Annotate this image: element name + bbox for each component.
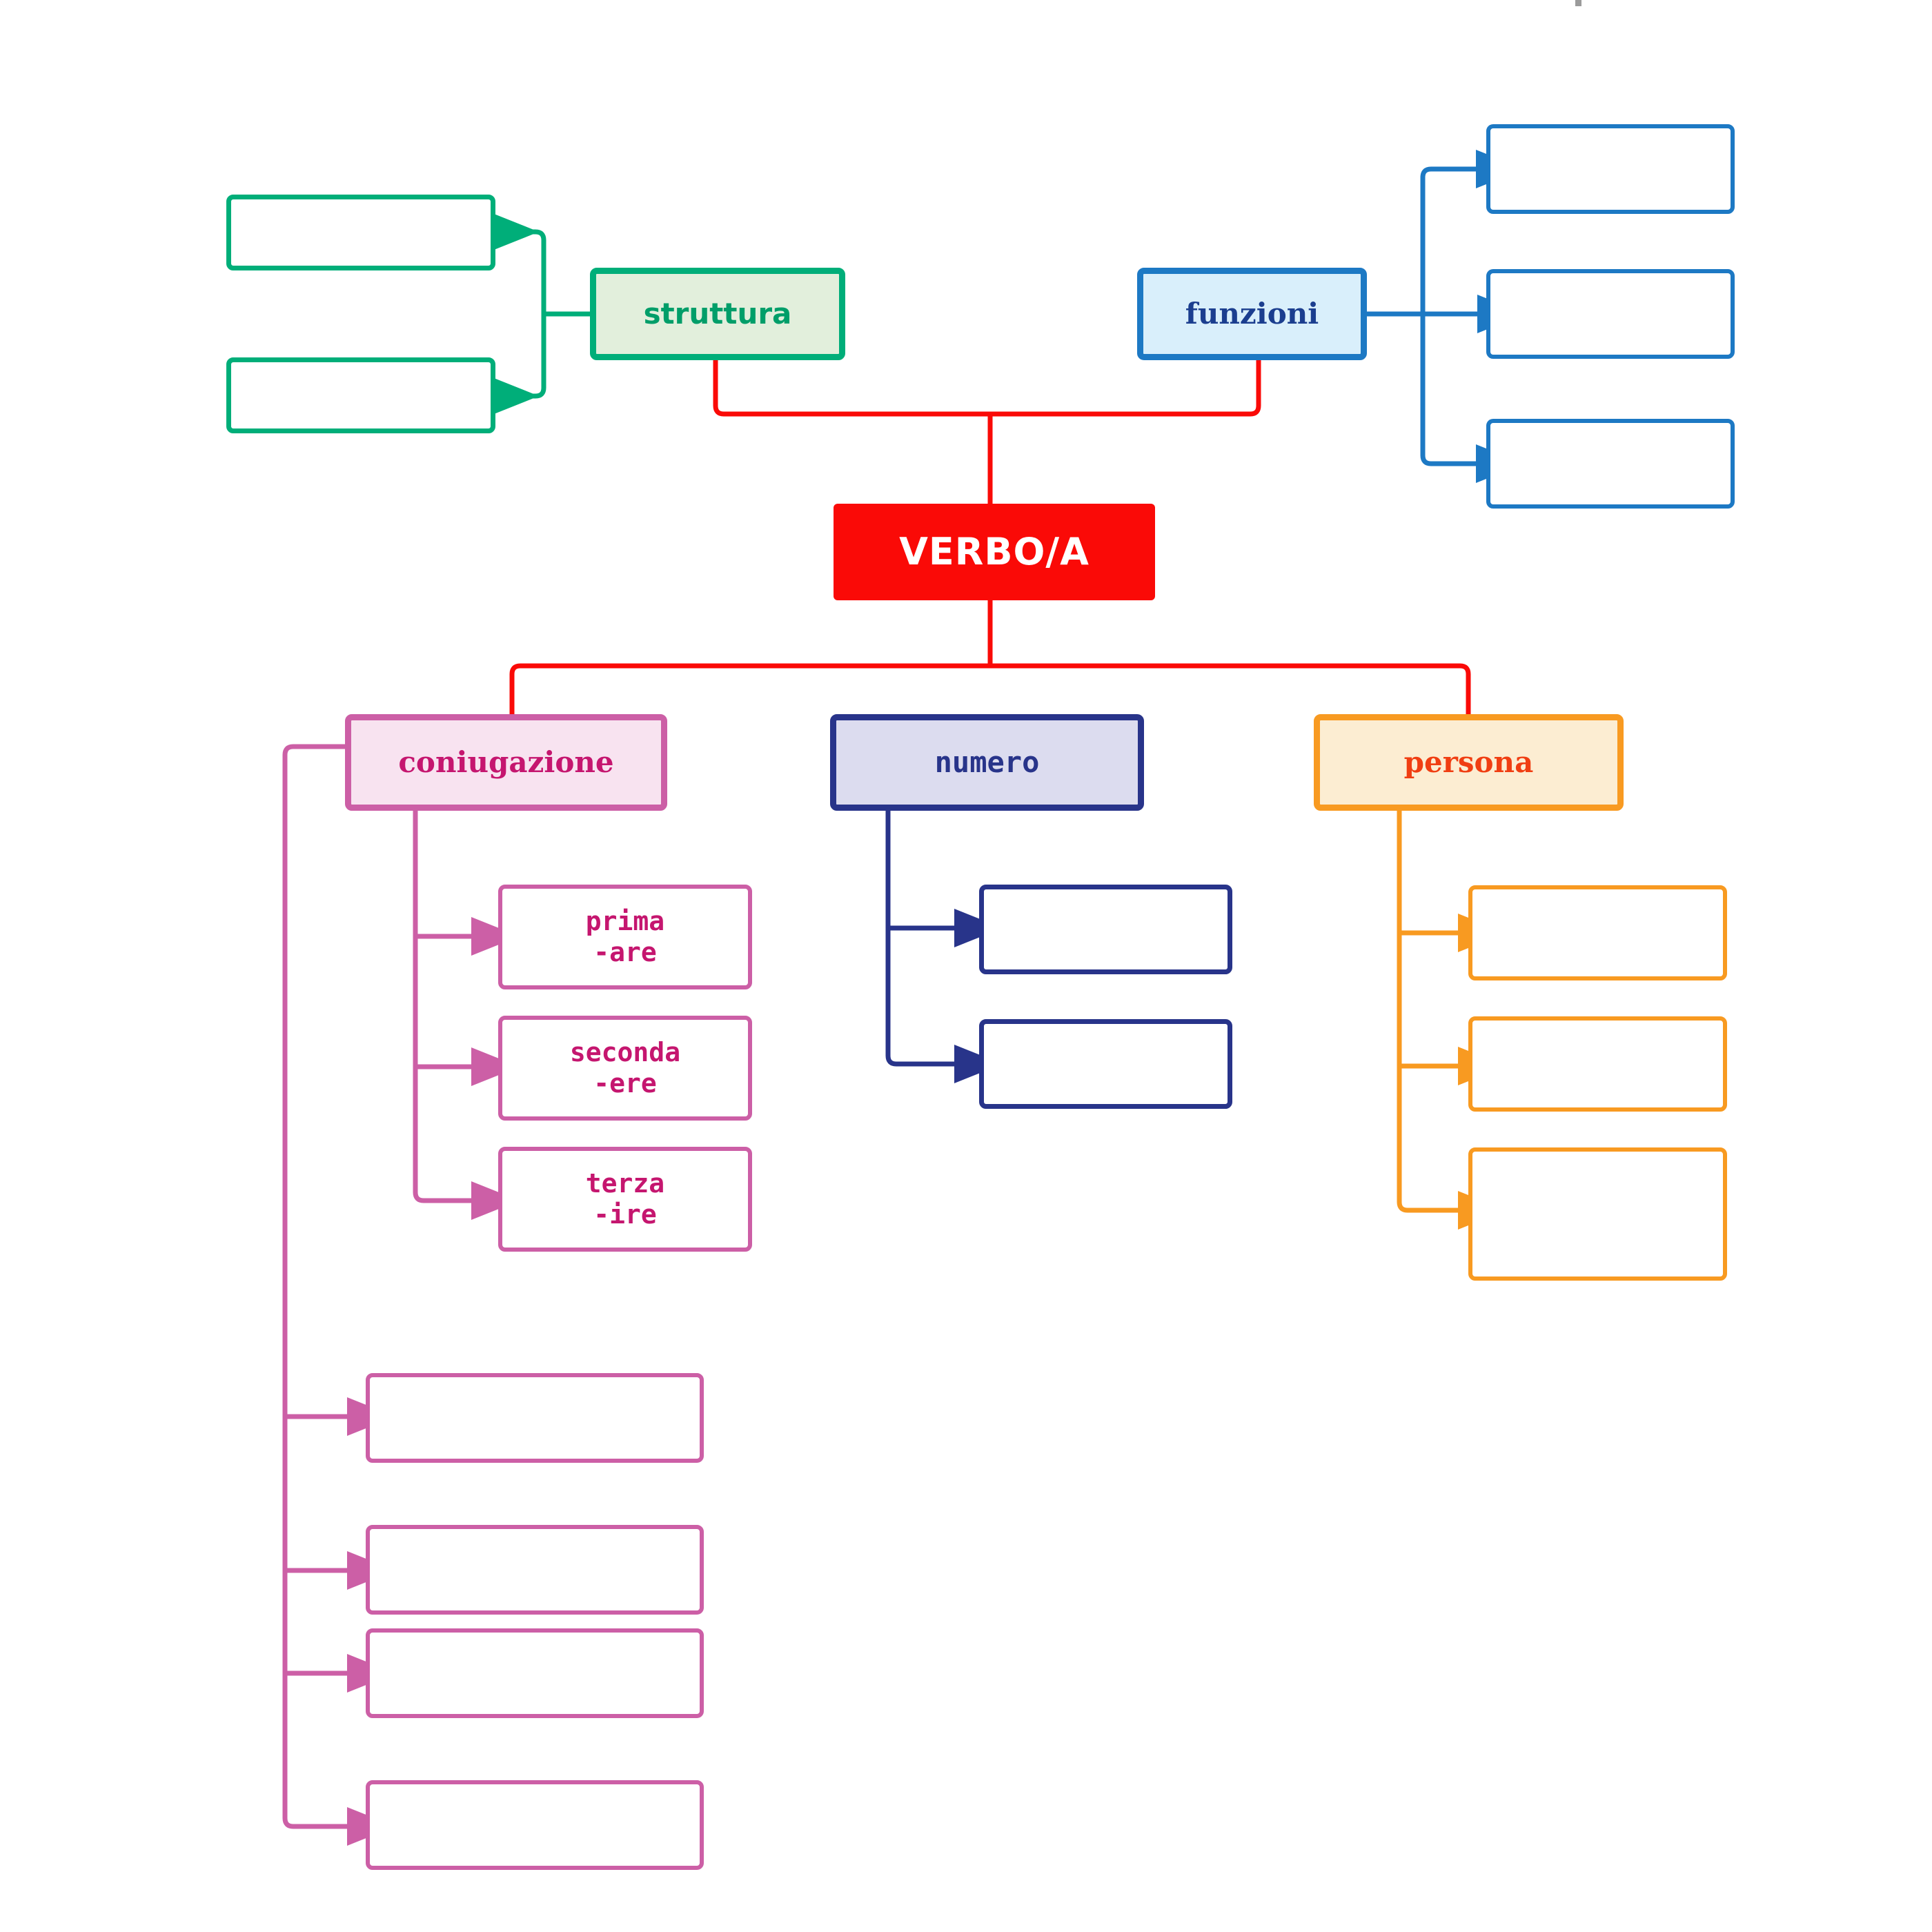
branch-node-numero[interactable]: numero — [830, 714, 1144, 811]
branch-node-funzioni[interactable]: funzioni — [1137, 268, 1367, 360]
funzioni-child-box-2[interactable] — [1486, 269, 1735, 359]
persona-child-box-3[interactable] — [1468, 1147, 1727, 1281]
coniugazione-extra-box-1[interactable] — [366, 1373, 704, 1463]
coniugazione-extra-box-2[interactable] — [366, 1525, 704, 1615]
scan-artifact — [1575, 0, 1581, 6]
connector-navy — [885, 808, 1003, 1083]
funzioni-child-box-3[interactable] — [1486, 419, 1735, 509]
root-node-verbo[interactable]: VERBO/A — [834, 504, 1155, 600]
coniugazione-child-seconda[interactable]: seconda -ere — [498, 1016, 752, 1121]
funzioni-child-box-1[interactable] — [1486, 124, 1735, 214]
numero-child-box-2[interactable] — [979, 1019, 1232, 1109]
connector-red-top — [713, 349, 1261, 508]
connector-pink-lower — [282, 744, 395, 1846]
numero-child-box-1[interactable] — [979, 885, 1232, 974]
branch-node-persona[interactable]: persona — [1314, 714, 1624, 811]
coniugazione-extra-box-4[interactable] — [366, 1780, 704, 1870]
connector-pink-conjugations — [413, 808, 520, 1220]
struttura-child-box-1[interactable] — [226, 195, 495, 270]
connector-orange — [1397, 808, 1506, 1230]
persona-child-box-1[interactable] — [1468, 885, 1727, 980]
branch-node-coniugazione[interactable]: coniugazione — [345, 714, 667, 811]
struttura-child-box-2[interactable] — [226, 357, 495, 433]
connector-green — [491, 213, 593, 415]
coniugazione-extra-box-3[interactable] — [366, 1628, 704, 1718]
branch-node-struttura[interactable]: struttura — [590, 268, 845, 360]
connector-blue — [1364, 150, 1526, 483]
persona-child-box-2[interactable] — [1468, 1016, 1727, 1112]
connector-red-bottom — [509, 596, 1471, 724]
coniugazione-child-prima[interactable]: prima -are — [498, 885, 752, 989]
coniugazione-child-terza[interactable]: terza -ire — [498, 1147, 752, 1252]
